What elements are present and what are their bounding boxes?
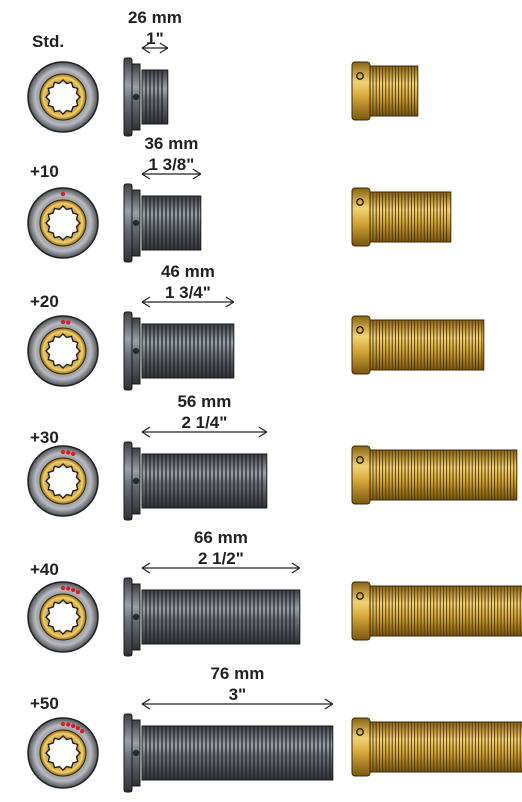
length-inch-label: 1 3/4" — [164, 283, 211, 302]
row-label: +10 — [30, 162, 59, 181]
pin-hole — [132, 347, 140, 355]
insert-row — [27, 168, 452, 263]
arrow-head — [141, 296, 235, 308]
spline-bore — [45, 333, 81, 369]
brass-thread-body — [369, 585, 522, 637]
brass-head — [351, 315, 371, 375]
arrow-head — [141, 562, 301, 574]
brass-head — [351, 717, 371, 777]
marker-dot — [60, 721, 66, 727]
marker-dot — [71, 451, 76, 457]
brass-head — [351, 445, 371, 505]
steel-thread-body — [141, 453, 268, 509]
row-label: +20 — [30, 292, 59, 311]
pin-hole — [132, 93, 140, 101]
brass-pin-hole — [356, 456, 364, 464]
brass-pin-hole — [356, 198, 364, 206]
pin-hole — [132, 749, 140, 757]
length-inch-label: 2 1/4" — [181, 413, 228, 432]
steel-thread-body — [141, 195, 202, 251]
brass-thread-body — [369, 65, 419, 117]
arrow-head — [141, 698, 334, 710]
length-mm-label: 56 mm — [177, 392, 232, 411]
brass-pin-hole — [356, 326, 364, 334]
pin-hole — [132, 219, 140, 227]
flange — [123, 441, 133, 521]
spline-bore — [45, 599, 81, 635]
arrow-head — [141, 168, 202, 180]
length-mm-label: 36 mm — [144, 134, 199, 153]
brass-thread-body — [369, 721, 522, 773]
marker-dot — [60, 191, 66, 197]
arrow-head — [141, 42, 169, 54]
spline-bore — [45, 735, 81, 771]
length-inch-label: 1 3/8" — [148, 155, 195, 174]
brass-head — [351, 61, 371, 121]
brass-pin-hole — [356, 592, 364, 600]
marker-dot — [71, 587, 76, 593]
length-mm-label: 46 mm — [160, 262, 215, 281]
marker-dot — [66, 450, 71, 455]
brass-head — [351, 187, 371, 247]
brass-head — [351, 581, 371, 641]
row-label: +40 — [30, 560, 59, 579]
insert-row — [27, 698, 522, 793]
brass-pin-hole — [356, 728, 364, 736]
marker-dot — [71, 723, 76, 729]
length-mm-label: 66 mm — [193, 528, 248, 547]
marker-dot — [66, 586, 71, 591]
marker-dot — [60, 585, 66, 591]
steel-thread-body — [141, 323, 235, 379]
marker-dot — [66, 320, 71, 325]
insert-row — [27, 296, 485, 391]
insert-row — [27, 42, 419, 137]
marker-dot — [60, 319, 66, 325]
length-mm-label: 76 mm — [210, 664, 265, 683]
row-label: +30 — [30, 428, 59, 447]
spline-bore — [45, 463, 81, 499]
marker-dot — [60, 449, 66, 455]
spline-bore — [45, 205, 81, 241]
brass-thread-body — [369, 191, 452, 243]
length-inch-label: 3" — [228, 685, 247, 704]
length-mm-label: 26 mm — [127, 8, 182, 27]
flange — [123, 713, 133, 793]
insert-row — [27, 426, 518, 521]
pin-hole — [132, 613, 140, 621]
flange — [123, 311, 133, 391]
arrow-head — [141, 426, 268, 438]
marker-dot — [66, 722, 71, 727]
length-inch-label: 1" — [146, 29, 164, 48]
brass-pin-hole — [356, 72, 364, 80]
marker-dot — [75, 725, 81, 731]
pin-hole — [132, 477, 140, 485]
insert-row — [27, 562, 522, 657]
brass-thread-body — [369, 319, 485, 371]
row-label: Std. — [32, 32, 65, 51]
marker-dot — [75, 589, 81, 595]
flange — [123, 57, 133, 137]
spline-bore — [45, 79, 81, 115]
length-inch-label: 2 1/2" — [197, 549, 244, 568]
marker-dot — [79, 729, 85, 734]
flange — [123, 577, 133, 657]
flange — [123, 183, 133, 263]
row-label: +50 — [30, 694, 59, 713]
